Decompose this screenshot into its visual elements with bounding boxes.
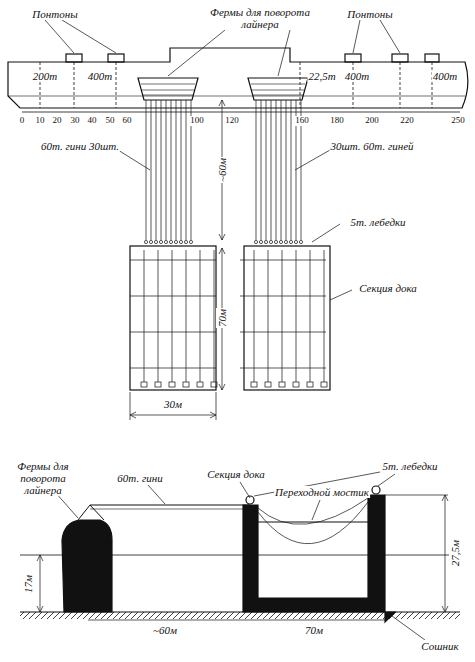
dimension-label: ~60м xyxy=(216,157,228,183)
dimension-label: 17м xyxy=(22,574,34,594)
dimension-label: 400т xyxy=(344,70,370,82)
dimension-label: 30шт. 60т. гиней xyxy=(329,140,414,152)
dimension-label: 70м xyxy=(304,624,324,636)
scale-number: 180 xyxy=(329,116,345,126)
dimension-label: Фермы для поворота лайнера xyxy=(199,6,321,30)
dimension-label: Фермы для поворота лайнера xyxy=(2,460,84,496)
scale-number: 120 xyxy=(224,116,240,126)
dimension-label: 30м xyxy=(163,398,183,410)
scale-number: 160 xyxy=(294,116,310,126)
dimension-label: Переходной мостик xyxy=(274,486,370,498)
dimension-label: 60т. гини xyxy=(116,472,163,484)
scale-number: 220 xyxy=(399,116,415,126)
scale-number: 0 xyxy=(19,116,26,126)
scale-number: 30 xyxy=(70,116,81,126)
dimension-label: 60т. гини 30шт. xyxy=(40,140,120,152)
dimension-label: Секция дока xyxy=(206,468,266,480)
dimension-label: 5т. лебедки xyxy=(349,216,406,228)
scale-number: 40 xyxy=(87,116,98,126)
dimension-label: Понтоны xyxy=(31,8,78,20)
dimension-label: 27,5м xyxy=(449,539,461,567)
dimension-label: Сошник xyxy=(420,640,459,652)
scale-number: 250 xyxy=(450,116,466,126)
dock-section xyxy=(130,246,216,390)
dock-section-profile xyxy=(243,495,385,612)
liner-hull xyxy=(8,48,468,108)
tackle-cable xyxy=(90,504,250,505)
scale-number: 10 xyxy=(35,116,46,126)
dimension-label: 5т. лебедки xyxy=(381,460,438,472)
dimension-label: 70м xyxy=(216,308,228,328)
dock-section xyxy=(244,246,330,390)
dimension-label: Понтоны xyxy=(346,8,393,20)
dimension-label: Секция дока xyxy=(358,282,418,294)
scale-number: 20 xyxy=(52,116,63,126)
scale-number: 60 xyxy=(122,116,133,126)
dimension-label: ~60м xyxy=(152,624,178,636)
scale-number: 200 xyxy=(364,116,380,126)
scale-number: 50 xyxy=(105,116,116,126)
dimension-label: 200т xyxy=(32,70,58,82)
dimension-label: 22,5т xyxy=(307,70,336,82)
dimension-label: 400т xyxy=(87,70,113,82)
scale-number: 100 xyxy=(189,116,205,126)
dimension-label: 400т xyxy=(432,70,458,82)
liner-section xyxy=(62,520,112,612)
